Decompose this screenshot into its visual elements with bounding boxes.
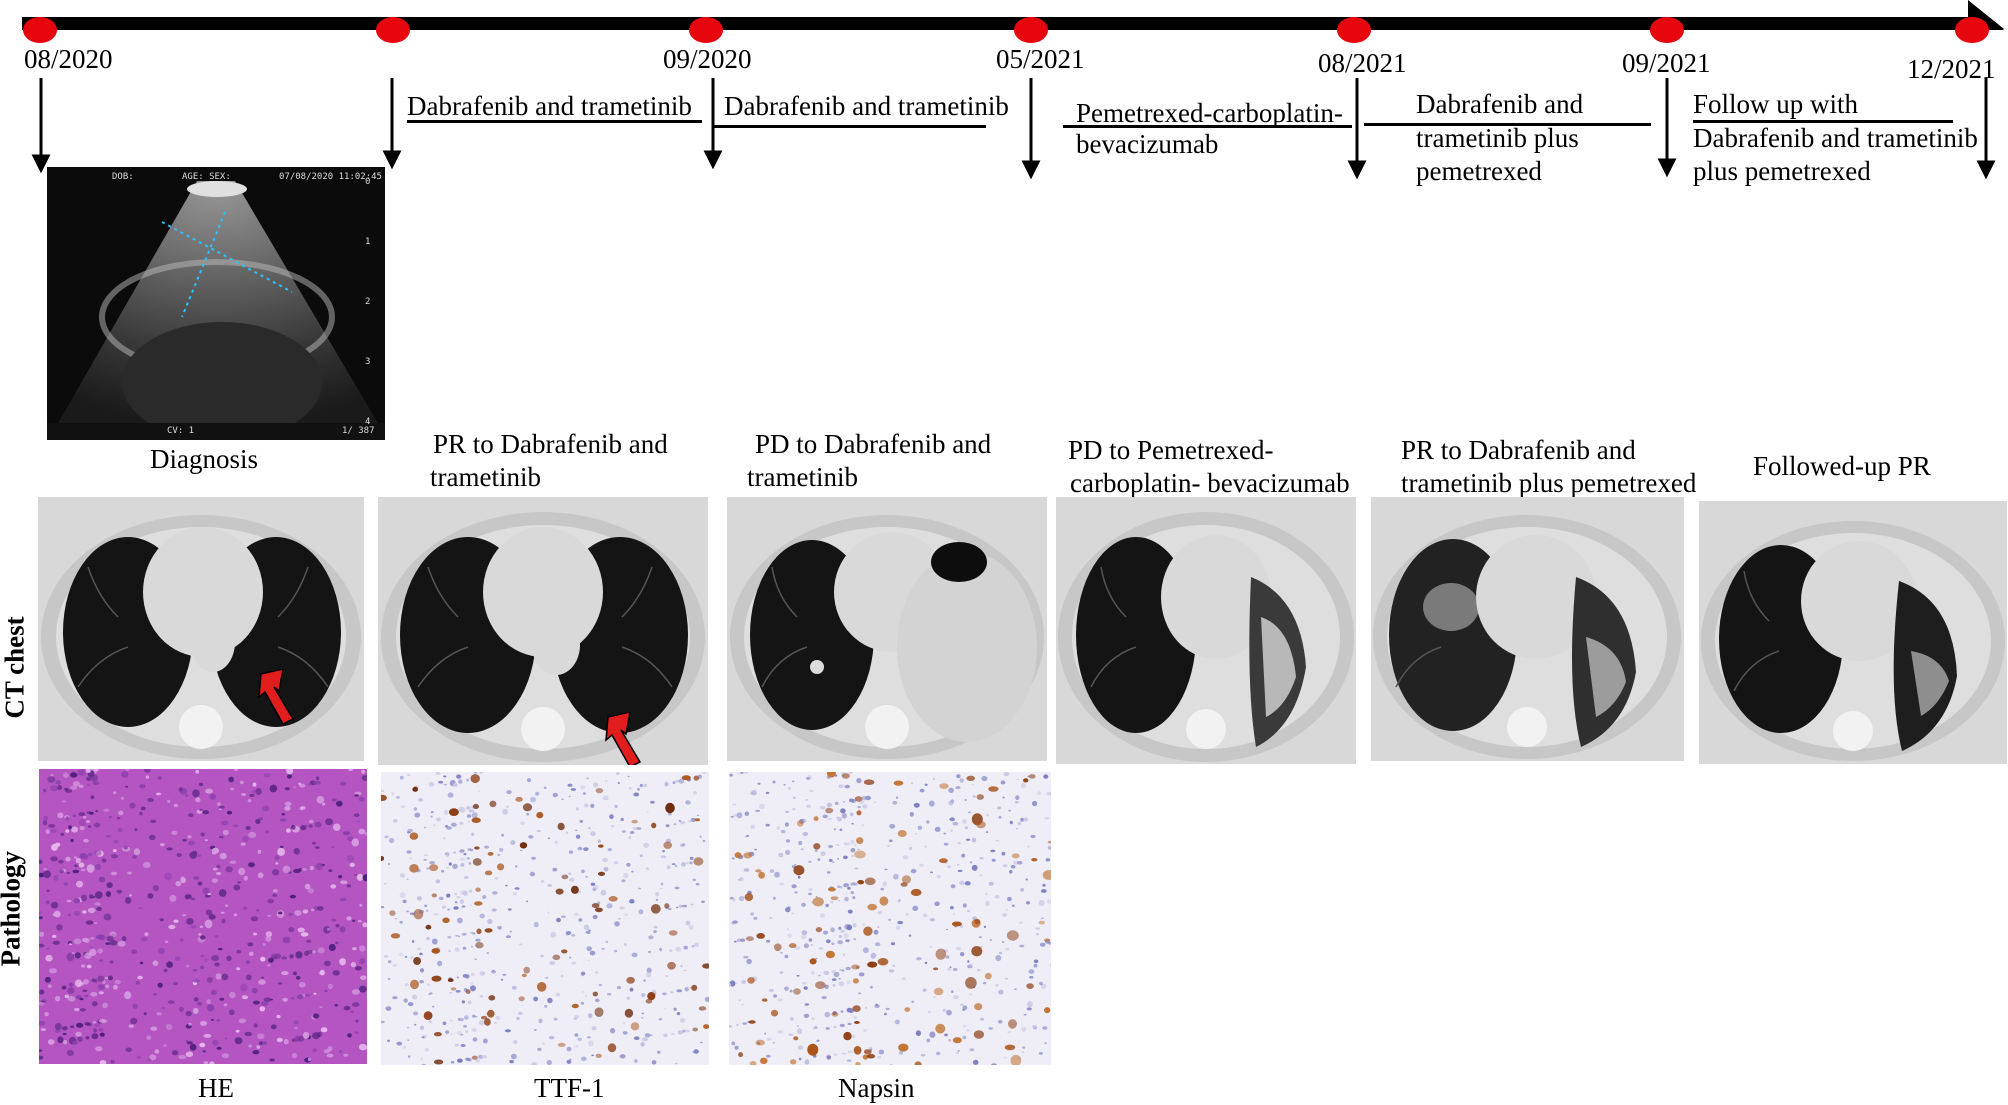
ultrasound-scale-tick: 2 [365, 297, 371, 307]
pathology-ttf1-image [381, 772, 709, 1065]
timeline-date: 08/2021 [1318, 48, 1407, 78]
treatment-label: plus pemetrexed [1693, 156, 1871, 186]
ultrasound-scale-tick: 1 [365, 237, 371, 247]
pathology-he-image [39, 769, 367, 1064]
timeline-date: 08/2020 [24, 44, 113, 74]
timeline-dot [1650, 17, 1684, 43]
pathology-caption: TTF-1 [534, 1073, 605, 1103]
ct-caption: trametinib [747, 462, 858, 492]
ultrasound-fan [47, 181, 385, 440]
red-arrow-icon [605, 712, 642, 765]
timeline-dot [1337, 17, 1371, 43]
timeline-axis [22, 0, 2004, 30]
pathology-caption: HE [198, 1073, 234, 1103]
timeline-dot [1955, 17, 1989, 43]
ultrasound-dob: DOB: [112, 172, 134, 182]
pathology-napsin-image [729, 772, 1051, 1065]
pathology-caption: Napsin [838, 1073, 915, 1103]
ct-caption: PR to Dabrafenib and [1401, 435, 1636, 465]
timeline-date: 12/2021 [1907, 54, 1996, 84]
ct-caption: PD to Dabrafenib and [755, 429, 992, 459]
ct-caption: trametinib plus pemetrexed [1401, 468, 1697, 498]
timeline-markers [31, 78, 1996, 180]
treatment-label: Pemetrexed-carboplatin- [1076, 98, 1343, 128]
treatment-label: Dabrafenib and trametinib [724, 91, 1009, 121]
ct-caption: PD to Pemetrexed- [1068, 435, 1274, 465]
treatment-label: Dabrafenib and trametinib [1693, 123, 1978, 153]
treatment-label: Dabrafenib and trametinib [407, 91, 692, 121]
ct-scan-image [727, 497, 1047, 761]
treatment-label: pemetrexed [1416, 156, 1542, 186]
treatment-label: Dabrafenib and [1416, 89, 1584, 119]
ct-caption: PR to Dabrafenib and [433, 429, 668, 459]
timeline-date: 05/2021 [996, 44, 1085, 74]
timeline-dot [689, 17, 723, 43]
treatment-bar [1693, 120, 1953, 123]
treatment-label: Follow up with [1693, 89, 1859, 119]
treatment-label: bevacizumab [1076, 129, 1219, 159]
timeline-date: 09/2020 [663, 44, 752, 74]
ct-scan-image [378, 497, 708, 765]
treatment-bar [1063, 125, 1352, 128]
timeline-dot [376, 17, 410, 43]
ct-scan-image [1699, 501, 2007, 764]
row-label-pathology: Pathology [0, 850, 26, 967]
ct-scan-image [1056, 497, 1356, 764]
ultrasound-scale-tick: 4 [365, 417, 371, 427]
ct-scan-image [38, 497, 364, 761]
row-label-ct: CT chest [0, 616, 30, 719]
ultrasound-scale-tick: 0 [365, 177, 371, 187]
ultrasound-scale-tick: 3 [365, 357, 371, 367]
timeline-dot [1014, 17, 1048, 43]
treatment-label: trametinib plus [1416, 123, 1579, 153]
timeline-dot [23, 17, 57, 43]
ultrasound-datetime: 07/08/2020 11:02:45 [279, 172, 382, 182]
ultrasound-age-sex: AGE: SEX: [182, 172, 231, 182]
treatment-bar [1364, 123, 1651, 126]
red-arrow-icon [258, 669, 295, 725]
diagnosis-caption: Diagnosis [150, 444, 258, 474]
ct-caption: Followed-up PR [1753, 451, 1931, 481]
ultrasound-cv: CV: 1 [167, 426, 195, 436]
treatment-bar [407, 120, 702, 123]
ct-scan-image [1371, 497, 1684, 761]
ct-caption: carboplatin- bevacizumab [1070, 468, 1350, 498]
ct-caption: trametinib [430, 462, 541, 492]
ultrasound-frame: 1/ 387 [342, 426, 375, 436]
treatment-bar [713, 125, 986, 128]
timeline-date: 09/2021 [1622, 48, 1711, 78]
ultrasound-image: DOB: AGE: SEX: 07/08/2020 11:02:45 CV: 1… [47, 167, 385, 440]
